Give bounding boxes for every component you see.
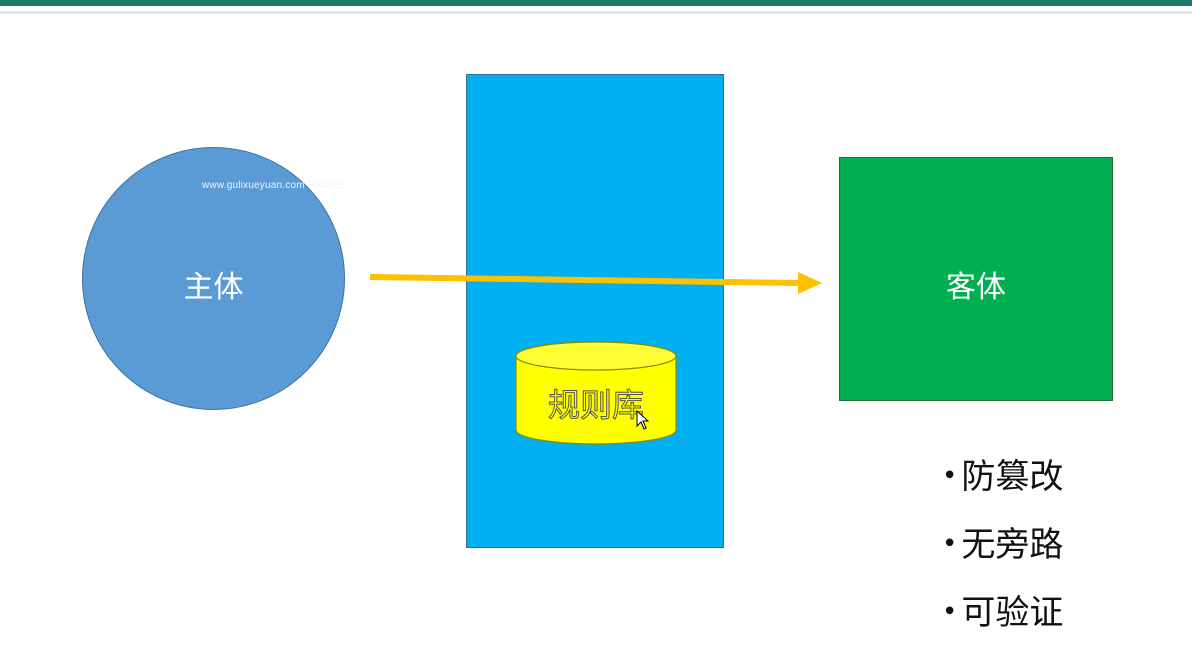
rulebase-label: 规则库 [547, 386, 644, 425]
top-accent-bar-shade [0, 11, 1192, 14]
property-item: •防篡改 [942, 452, 1063, 520]
bullet-dot: • [942, 597, 958, 627]
watermark-text: www.gulixueyuan.com HACKE [202, 180, 344, 191]
object-box: 客体 [839, 157, 1113, 401]
property-list: •防篡改 •无旁路 •可验证 [942, 452, 1063, 656]
access-arrow-head [798, 272, 822, 294]
subject-label: 主体 [183, 270, 244, 305]
property-item: •无旁路 [942, 520, 1063, 588]
rulebase-cylinder-body [515, 355, 677, 445]
mouse-cursor-icon [636, 410, 650, 430]
object-label: 客体 [946, 270, 1006, 305]
bullet-dot: • [942, 529, 958, 559]
property-text: 可验证 [961, 593, 1064, 633]
rulebase-cylinder [515, 341, 677, 445]
subject-circle: 主体 [82, 147, 345, 410]
rulebase-cylinder-top [515, 341, 677, 371]
property-text: 防篡改 [961, 457, 1064, 497]
property-item: •可验证 [942, 588, 1063, 656]
property-text: 无旁路 [961, 525, 1064, 565]
top-accent-bar [0, 0, 1192, 14]
reference-monitor-panel [466, 74, 724, 548]
bullet-dot: • [942, 461, 958, 491]
